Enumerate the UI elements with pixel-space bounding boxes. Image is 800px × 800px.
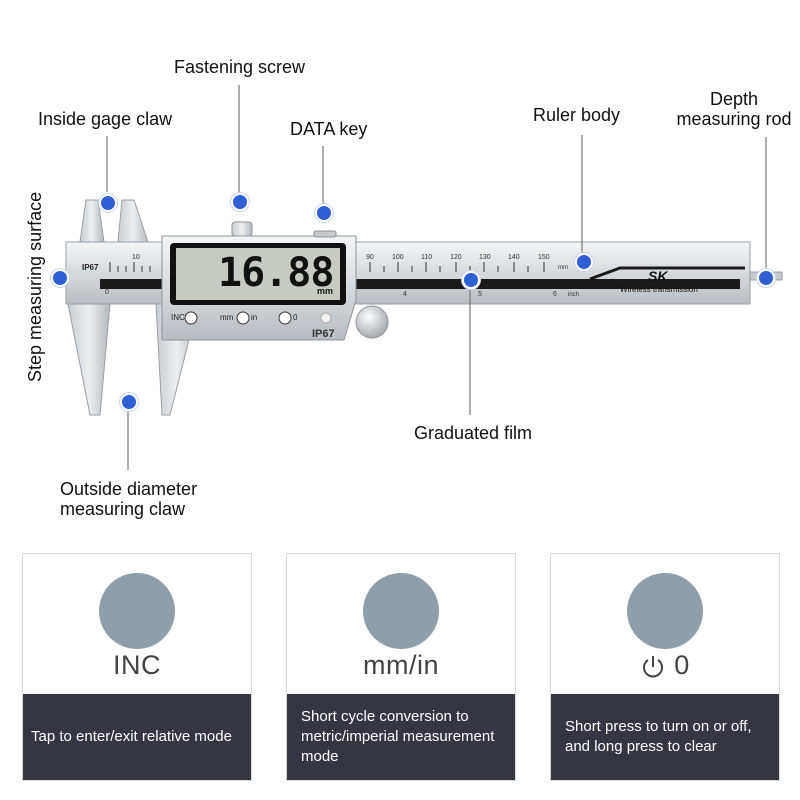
inc-button-icon <box>99 573 175 649</box>
label-outside-claw-line1: Outside diameter <box>60 479 198 499</box>
wireless-text: Wireless transmission <box>620 285 698 294</box>
label-depth-rod-line2: measuring rod <box>676 109 792 129</box>
panel-mm-in: mm/in Short cycle conversion to metric/i… <box>286 553 516 781</box>
dot-step-surface <box>51 269 69 287</box>
scale-top-unit: mm <box>558 265 568 271</box>
label-graduated-film: Graduated film <box>414 423 533 443</box>
scale-top-140: 140 <box>508 254 520 261</box>
panel-power: 0 Short press to turn on or off, and lon… <box>550 553 780 781</box>
mm-in-key[interactable] <box>236 311 250 325</box>
label-ruler-body: Ruler body <box>533 105 621 125</box>
dot-ruler-body <box>575 253 593 271</box>
display-value: 16.88 <box>218 250 334 296</box>
brand-logo: SK <box>648 268 668 284</box>
label-fastening-screw: Fastening screw <box>174 57 306 77</box>
panel-power-title-text: 0 <box>674 650 690 680</box>
scale-top-150: 150 <box>538 254 550 261</box>
scale-top-90: 90 <box>366 254 374 261</box>
inc-key[interactable] <box>184 311 198 325</box>
panel-inc-desc-text: Tap to enter/exit relative mode <box>31 728 232 745</box>
scale-top-100: 100 <box>392 254 404 261</box>
fastening-screw[interactable] <box>231 221 253 237</box>
in-key-label: in <box>251 313 258 322</box>
dot-data-key <box>315 204 333 222</box>
inc-key-label: INC <box>171 313 185 322</box>
thumb-wheel[interactable] <box>355 305 389 339</box>
data-key-button[interactable] <box>320 312 332 324</box>
panel-inc-title: INC <box>113 650 161 680</box>
label-inside-gage-claw: Inside gage claw <box>38 109 173 129</box>
scale-bottom-4: 4 <box>403 291 407 298</box>
scale-top-130: 130 <box>479 254 491 261</box>
caliper-diagram: 16.88 mm IP67 IP67 INC mm in 0 SK Wirele… <box>25 57 796 519</box>
ip-rating-jaw: IP67 <box>82 263 99 272</box>
leader-lines <box>106 85 767 470</box>
dot-fastening-screw <box>231 193 249 211</box>
data-key[interactable] <box>313 230 337 238</box>
scale-top-120: 120 <box>450 254 462 261</box>
scale-bottom-5: 5 <box>478 291 482 298</box>
mm-in-button-icon <box>363 573 439 649</box>
label-outside-claw-line2: measuring claw <box>60 499 186 519</box>
panel-power-title: 0 <box>551 650 779 681</box>
scale-bottom-0: 0 <box>105 289 109 296</box>
label-step-surface: Step measuring surface <box>25 191 45 382</box>
scale-top-110: 110 <box>421 254 433 261</box>
panel-power-desc: Short press to turn on or off, and long … <box>551 694 779 780</box>
scale-bottom-6: 6 <box>553 291 557 298</box>
label-data-key: DATA key <box>290 119 368 139</box>
label-outside-claw: Outside diameter measuring claw <box>60 479 197 519</box>
power-icon <box>643 655 664 678</box>
scale-top-10: 10 <box>132 254 140 261</box>
mm-key-label: mm <box>220 313 234 322</box>
panel-inc-desc: Tap to enter/exit relative mode <box>23 694 251 780</box>
scale-bottom-unit: inch <box>568 292 580 298</box>
ip-rating: IP67 <box>312 328 335 340</box>
label-depth-rod-line1: Depth <box>709 89 759 109</box>
dot-depth-rod <box>757 269 775 287</box>
dot-inside-gage-claw <box>99 194 117 212</box>
panel-mm-in-title: mm/in <box>363 650 439 680</box>
power-button-icon <box>627 573 703 649</box>
power-zero-key[interactable] <box>278 311 292 325</box>
panel-inc: INC Tap to enter/exit relative mode <box>22 553 252 781</box>
panel-mm-in-desc-text: Short cycle conversion to metric/imperia… <box>301 708 495 765</box>
caliper-illustration <box>65 85 783 470</box>
dot-graduated-film <box>462 271 480 289</box>
dot-outside-claw <box>120 393 138 411</box>
zero-key-label: 0 <box>293 313 298 322</box>
panel-power-desc-text: Short press to turn on or off, and long … <box>565 718 752 755</box>
display-unit: mm <box>317 286 334 296</box>
label-depth-rod: Depth measuring rod <box>672 89 796 129</box>
panel-mm-in-desc: Short cycle conversion to metric/imperia… <box>287 694 515 780</box>
